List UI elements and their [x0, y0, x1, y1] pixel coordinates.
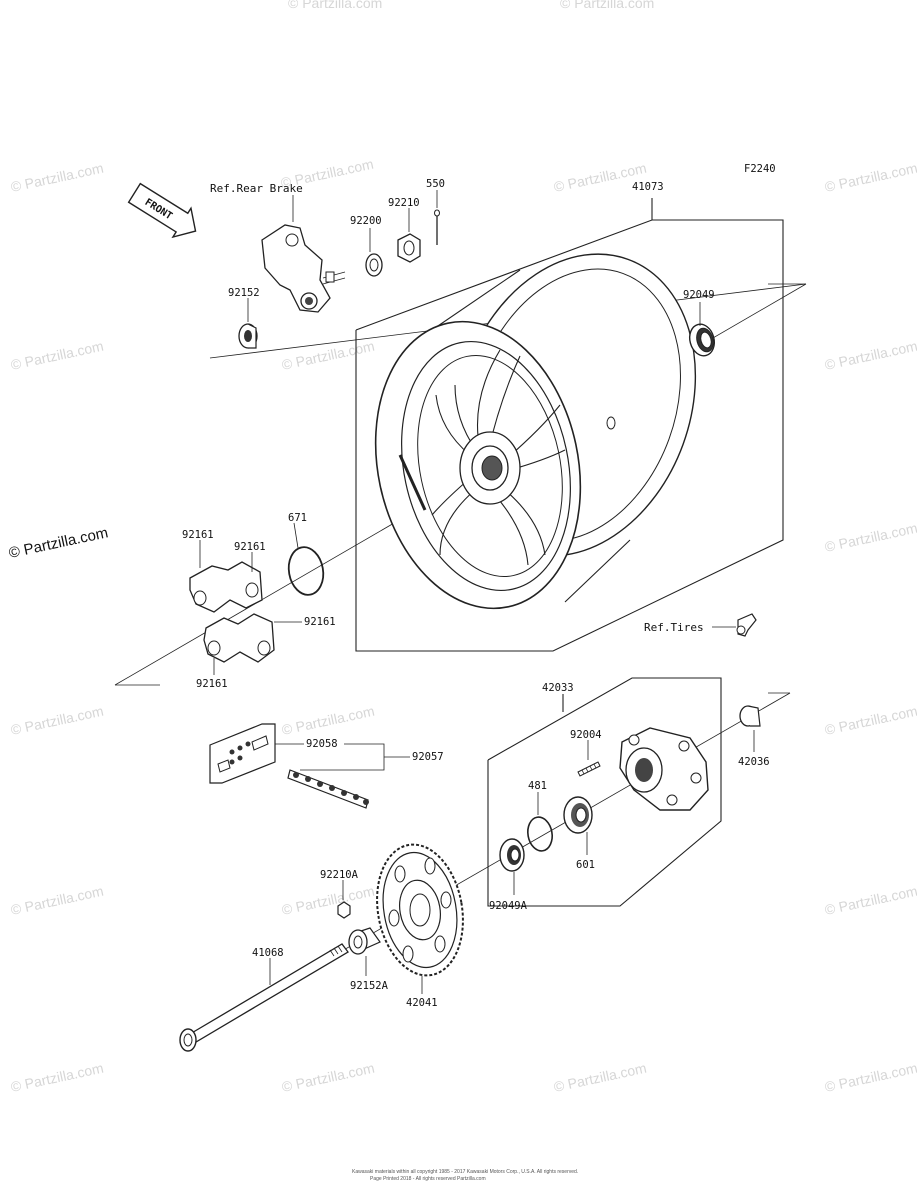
watermark: © Partzilla.com [288, 0, 382, 11]
label-92161-b: 92161 [234, 541, 266, 553]
label-481: 481 [528, 780, 547, 792]
drive-chain-92057 [287, 769, 369, 809]
seal-92049a [499, 838, 525, 872]
circlip-481 [527, 816, 553, 852]
label-601: 601 [576, 859, 595, 871]
watermark: © Partzilla.com [823, 338, 917, 373]
seal-92049 [688, 323, 716, 357]
nut-92210 [397, 233, 421, 263]
nut-92210a [337, 901, 351, 919]
label-92152a: 92152A [350, 980, 389, 992]
collar-92152 [238, 323, 258, 349]
damper-upper [189, 561, 263, 613]
rear-brake-bracket [261, 224, 346, 313]
watermark: © Partzilla.com [280, 883, 376, 918]
o-ring-671 [287, 546, 325, 596]
rear-wheel [374, 253, 697, 610]
label-92210a: 92210A [320, 869, 359, 881]
watermark: © Partzilla.com [280, 703, 376, 738]
label-42041: 42041 [406, 997, 438, 1009]
watermark: © Partzilla.com [823, 703, 917, 738]
label-92210: 92210 [388, 197, 420, 209]
watermark-dark: © Partzilla.com [7, 524, 109, 562]
front-arrow-icon: FRONT [127, 182, 197, 239]
label-92049: 92049 [683, 289, 715, 301]
collar-92152a [348, 927, 381, 955]
label-92057: 92057 [412, 751, 444, 763]
label-92058: 92058 [306, 738, 338, 750]
sprocket-42041 [376, 843, 464, 977]
chain-joint-92058 [209, 723, 276, 784]
watermark: © Partzilla.com [280, 1060, 376, 1095]
footer-copyright: Kawasaki materials within all copyright … [352, 1169, 578, 1175]
watermark: © Partzilla.com [552, 1060, 648, 1095]
coupling-bracket-box [487, 677, 722, 907]
label-671: 671 [288, 512, 307, 524]
watermark: © Partzilla.com [823, 160, 917, 195]
watermark: © Partzilla.com [823, 883, 917, 918]
footer-printed: Page Printed 2018 - All rights reserved … [370, 1176, 486, 1182]
label-92200: 92200 [350, 215, 382, 227]
watermark: © Partzilla.com [9, 1060, 105, 1095]
label-92004: 92004 [570, 729, 602, 741]
bearing-601 [563, 796, 593, 834]
damper-lower [203, 613, 275, 663]
label-92161-a: 92161 [182, 529, 214, 541]
washer-92200 [365, 253, 383, 277]
stud-92004 [577, 761, 601, 777]
label-550: 550 [426, 178, 445, 190]
ref-rear-brake: Ref.Rear Brake [210, 182, 303, 195]
watermark: © Partzilla.com [9, 703, 105, 738]
watermark: © Partzilla.com [9, 338, 105, 373]
watermark: © Partzilla.com [823, 1060, 917, 1095]
collar-42036 [739, 705, 761, 727]
label-41073: 41073 [632, 181, 664, 193]
label-42036: 42036 [738, 756, 770, 768]
ref-tires: Ref.Tires [644, 621, 704, 634]
figure-code: F2240 [744, 163, 776, 175]
label-92152: 92152 [228, 287, 260, 299]
coupling-hub [619, 727, 709, 811]
watermark: © Partzilla.com [9, 160, 105, 195]
watermark: © Partzilla.com [9, 883, 105, 918]
label-92161-c: 92161 [304, 616, 336, 628]
label-41068: 41068 [252, 947, 284, 959]
watermark: © Partzilla.com [823, 520, 917, 555]
valve-stem [736, 613, 757, 637]
wheel-bracket-box [355, 198, 784, 652]
axle-41068 [179, 943, 349, 1052]
label-92049a: 92049A [489, 900, 528, 912]
cotter-pin-550 [434, 209, 440, 245]
watermark: © Partzilla.com [560, 0, 654, 11]
label-42033: 42033 [542, 682, 574, 694]
label-92161-d: 92161 [196, 678, 228, 690]
